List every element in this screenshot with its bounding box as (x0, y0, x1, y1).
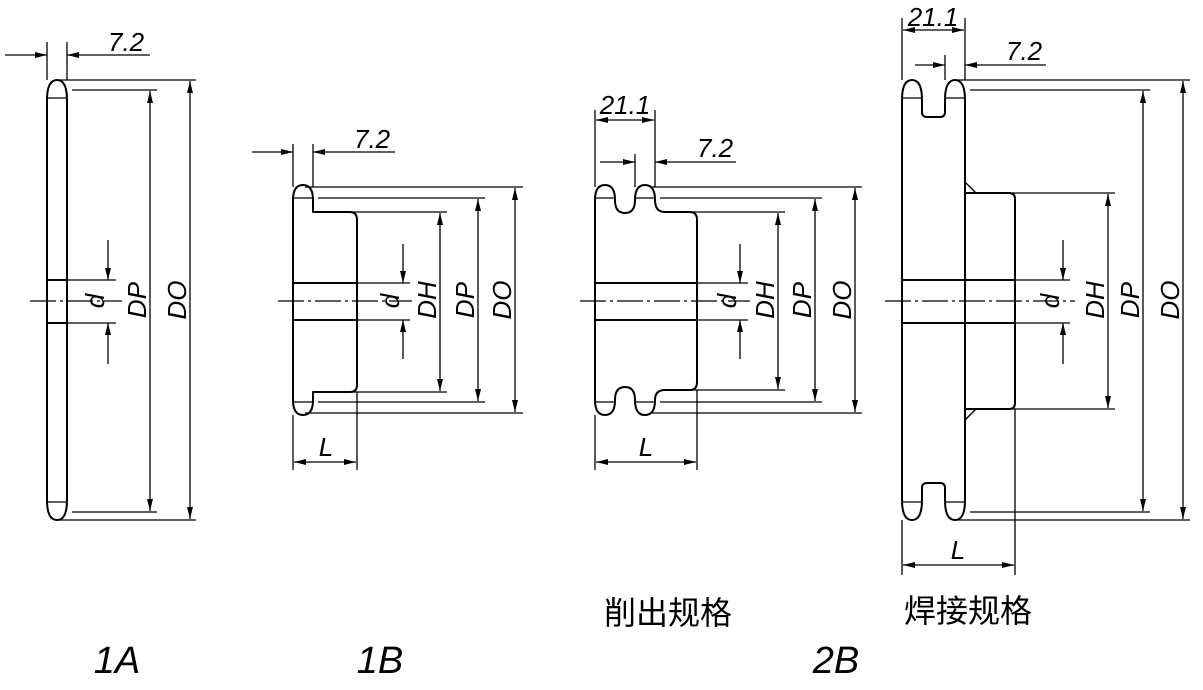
welded-spec-caption: 焊接规格 (904, 592, 1032, 630)
plate-outline (46, 79, 68, 521)
machined-spec-caption: 削出规格 (604, 594, 732, 632)
sprocket-1b: DO DP DH d L 7.2 1B (252, 124, 523, 682)
pitch-value: 21.1 (907, 2, 959, 32)
tooth-width-value: 7.2 (1006, 36, 1043, 66)
bore-label: d (375, 292, 405, 308)
pitch-diameter-label: DP (122, 281, 152, 318)
pitch-diameter-label: DP (1115, 281, 1145, 318)
pitch-diameter-label: DP (450, 281, 480, 318)
type-label-1a: 1A (94, 640, 140, 682)
hub-diameter-label: DH (1080, 281, 1110, 319)
plate-outline (901, 79, 966, 521)
pitch-diameter-label: DP (787, 281, 817, 318)
hub-diameter-label: DH (750, 281, 780, 319)
sprocket-2b-machined: DO DP DH d L 21.1 7.2 削出规格 (580, 90, 862, 632)
length-label: L (951, 535, 965, 565)
bore-label: d (712, 292, 742, 308)
outer-diameter-label: DO (1155, 281, 1185, 320)
bore-label: d (1035, 292, 1065, 308)
sprocket-2b-welded: DO DP DH d L 21.1 7.2 焊接规格 (885, 2, 1190, 630)
hub-diameter-label: DH (412, 281, 442, 319)
outer-diameter-label: DO (827, 281, 857, 320)
type-label-1b: 1B (357, 640, 403, 682)
outer-diameter-label: DO (487, 281, 517, 320)
plate-hub-outline (292, 184, 358, 416)
tooth-width-value: 7.2 (354, 124, 391, 154)
plate-hub-outline (594, 184, 698, 416)
bore-label: d (80, 292, 110, 308)
weld-seam (964, 181, 977, 194)
sprocket-1a: DO DP d 7.2 1A (5, 27, 196, 682)
weld-seam (964, 408, 977, 421)
type-label-2b: 2B (812, 640, 859, 682)
length-label: L (639, 432, 653, 462)
length-label: L (319, 432, 333, 462)
pitch-value: 21.1 (599, 90, 651, 120)
outer-diameter-label: DO (162, 281, 192, 320)
tooth-width-value: 7.2 (697, 133, 734, 163)
tooth-width-value: 7.2 (108, 27, 145, 57)
